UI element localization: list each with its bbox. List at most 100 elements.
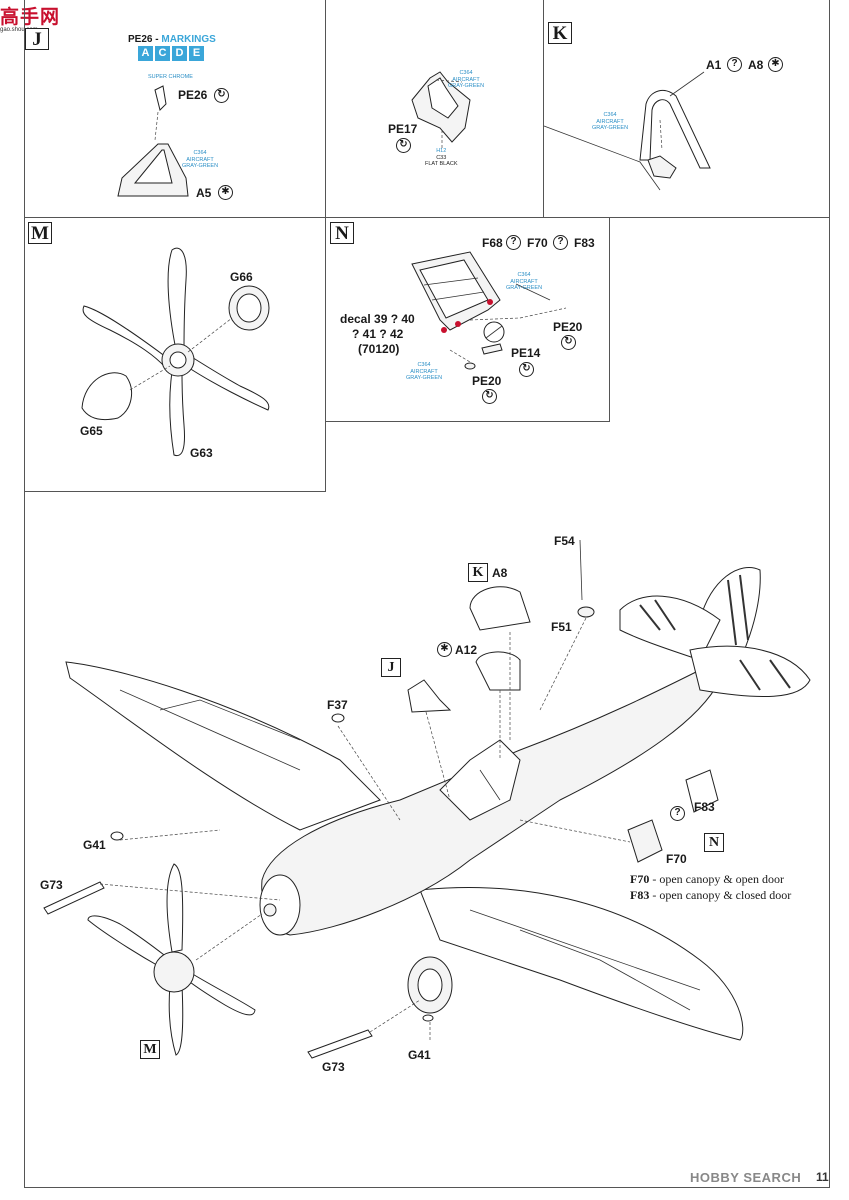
main-step-k-box: K (468, 563, 488, 582)
main-step-m-box: M (140, 1040, 160, 1059)
pe26-color: SUPER CHROME (148, 74, 193, 80)
m-g65-label: G65 (80, 424, 103, 438)
main-step-n-box: N (704, 833, 724, 852)
n-pe20-upper-label: PE20 (553, 320, 583, 334)
pe17-label: PE17 (388, 122, 418, 136)
n-decal-line1: decal 39 ? 40 (340, 312, 415, 326)
note-f70-text: - open canopy & open door (649, 872, 784, 886)
watermark-url: gao.shou.com (0, 27, 38, 33)
k-a1-option-icon: ? (727, 57, 742, 72)
n-f70-label: F70 (527, 236, 548, 250)
n-color-top-name: GRAY-GREEN (506, 285, 543, 291)
f83-label: F83 (694, 800, 715, 814)
note-box: F70 - open canopy & open door F83 - open… (626, 870, 830, 906)
g41-bottom-label: G41 (408, 1048, 431, 1062)
n-pe20-lower-rotate-icon: ↻ (482, 389, 497, 404)
step-k-box: K (548, 22, 572, 44)
outer-frame (24, 0, 830, 1188)
hobby-search-logo-text: HOBBY SEARCH (690, 1170, 802, 1185)
n-color-bottom: C364 AIRCRAFT GRAY-GREEN (406, 362, 442, 382)
n-pe20-upper-rotate-icon: ↻ (561, 335, 576, 350)
n-pe14-label: PE14 (511, 346, 541, 360)
marking-a: A (138, 46, 153, 61)
n-color-bottom-name: GRAY-GREEN (406, 375, 443, 381)
m-g63-label: G63 (190, 446, 213, 460)
n-decal-line3: (70120) (358, 342, 400, 356)
marking-e: E (189, 46, 204, 61)
f51-label: F51 (551, 620, 572, 634)
n-color-top: C364 AIRCRAFT GRAY-GREEN (506, 272, 542, 292)
panel-pe17 (326, 0, 544, 218)
n-f70-option-icon: ? (553, 235, 568, 250)
n-f68-label: F68 (482, 236, 503, 250)
a5-color-type: AIRCRAFT (186, 156, 214, 163)
step-m-box: M (28, 222, 52, 244)
n-pe14-rotate-icon: ↻ (519, 362, 534, 377)
m-g66-label: G66 (230, 270, 253, 284)
n-color-top-code: C364 (517, 272, 531, 278)
a5-label: A5 (196, 186, 212, 200)
k-color-name: GRAY-GREEN (592, 125, 629, 131)
a5-color-code: C364 (193, 150, 207, 156)
panel-k (544, 0, 830, 218)
k-color-code: C364 (603, 112, 617, 118)
step-n-box: N (330, 222, 354, 244)
marking-d: D (172, 46, 187, 61)
watermark-title: 高手网 (0, 7, 61, 28)
pe17-color-bottom: H12 C33 FLAT BLACK (425, 148, 458, 168)
k-color: C364 AIRCRAFT GRAY-GREEN (592, 112, 628, 132)
a5-color-name: GRAY-GREEN (182, 163, 219, 169)
main-step-j-box: J (381, 658, 401, 677)
n-color-bottom-type: AIRCRAFT (410, 368, 438, 375)
note-f83-text: - open canopy & closed door (649, 888, 792, 902)
pe17-rotate-icon: ↻ (396, 138, 411, 153)
note-f70: F70 - open canopy & open door (630, 872, 784, 887)
k-a8-star-icon: ✱ (768, 57, 783, 72)
a5-color: C364 AIRCRAFT GRAY-GREEN (182, 150, 218, 170)
n-color-bottom-code: C364 (417, 362, 431, 368)
note-f83: F83 - open canopy & closed door (630, 888, 791, 903)
f70-label: F70 (666, 852, 687, 866)
pe26-label: PE26 (178, 88, 208, 102)
main-a8-label: A8 (492, 566, 508, 580)
n-pe20-lower-label: PE20 (472, 374, 502, 388)
n-f83-label: F83 (574, 236, 595, 250)
panel-n (326, 218, 610, 422)
f37-label: F37 (327, 698, 348, 712)
pe17-color-top-name: GRAY-GREEN (448, 83, 485, 89)
pe17-color-top-type: AIRCRAFT (452, 76, 480, 83)
pe26-header-code: PE26 - (128, 34, 162, 45)
main-a12-label: A12 (455, 643, 478, 657)
g73-bottom-label: G73 (322, 1060, 345, 1074)
note-f70-code: F70 (630, 872, 650, 886)
main-f70-option-icon: ? (670, 806, 685, 821)
main-a12-star-icon: ✱ (437, 642, 452, 657)
n-f68-option-icon: ? (506, 235, 521, 250)
n-color-top-type: AIRCRAFT (510, 278, 538, 285)
note-f83-code: F83 (630, 888, 650, 902)
f54-label: F54 (554, 534, 575, 548)
hobby-search-logo: HOBBY SEARCH (690, 1170, 801, 1185)
page-number: 11 (816, 1170, 829, 1184)
pe26-header: PE26 - MARKINGS (128, 34, 216, 45)
k-color-type: AIRCRAFT (596, 118, 624, 125)
pe17-color-bottom-code2: C33 (436, 154, 447, 161)
g41-top-label: G41 (83, 838, 106, 852)
n-decal-line2: ? 41 ? 42 (352, 327, 404, 341)
pe17-color-bottom-code1: H12 (436, 148, 447, 154)
pe17-color-bottom-name: FLAT BLACK (425, 161, 458, 167)
step-j-box: J (25, 28, 49, 50)
markings-label: MARKINGS (161, 34, 216, 45)
a5-star-icon: ✱ (218, 185, 233, 200)
panel-j (24, 0, 326, 218)
marking-c: C (155, 46, 170, 61)
panel-m (24, 218, 326, 492)
k-a8-label: A8 (748, 58, 764, 72)
k-a1-label: A1 (706, 58, 722, 72)
